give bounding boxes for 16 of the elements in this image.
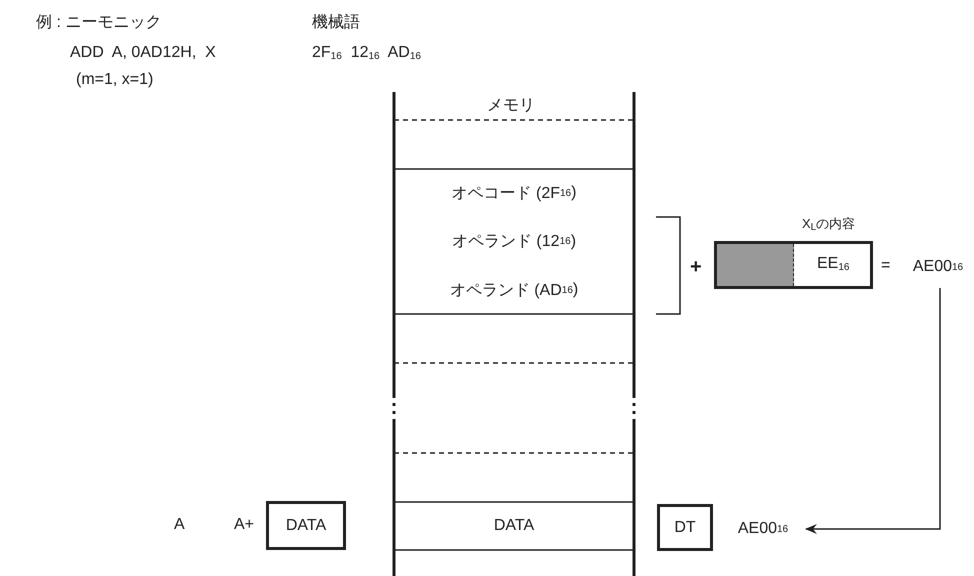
- example-heading: 例 : ニーモニック: [36, 13, 162, 33]
- register-value: EE$_{16}$: [817, 254, 850, 275]
- arrow: [805, 288, 941, 534]
- flag-note: (m=1, x=1): [76, 70, 154, 90]
- register-name: A+: [234, 515, 254, 535]
- data-box: DATA: [266, 501, 346, 550]
- equals-sign: =: [881, 256, 890, 276]
- register-box: DT: [657, 504, 713, 551]
- machine-code-heading: 機械語: [312, 13, 360, 33]
- register-caption: X$_{L}$の内容: [802, 215, 856, 235]
- memory-title: メモリ: [487, 96, 535, 116]
- plus-sign: +: [690, 257, 702, 277]
- memory-cell: DATA: [394, 502, 634, 550]
- mnemonic-text: ADD A, 0AD12H, X: [70, 43, 216, 63]
- register-name: A: [174, 515, 185, 535]
- machine-code-text: 2F$_{16}$ 12$_{16}$ AD$_{16}$: [312, 43, 421, 64]
